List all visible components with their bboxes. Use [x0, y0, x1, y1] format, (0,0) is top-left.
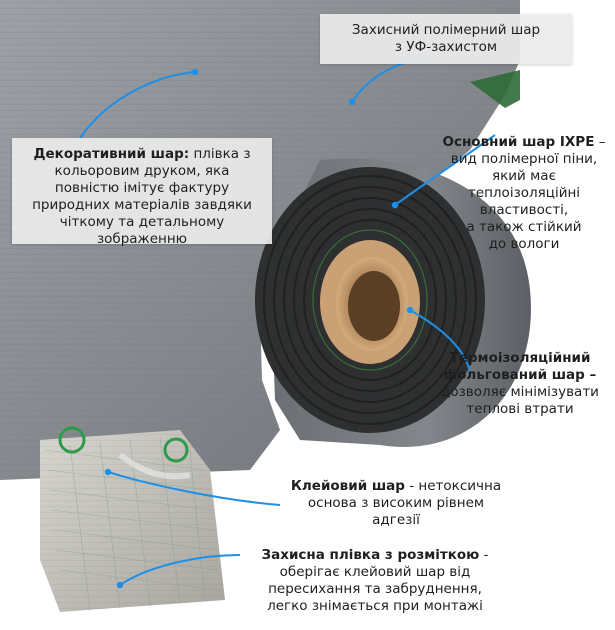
decor-layer-title: Декоративний шар: — [33, 146, 190, 162]
uv-layer-line2: з УФ-захистом — [394, 39, 498, 55]
ixpe-layer-line7: до вологи — [488, 236, 560, 252]
adhesive-layer-line1: - нетоксична — [404, 478, 502, 494]
foil-layer-line3: дозволяє мінімізувати — [441, 384, 599, 400]
decor-layer-callout: Декоративний шар: плівка з кольоровим др… — [12, 146, 272, 248]
adhesive-layer-line2: основа з високим рівнем — [307, 495, 485, 511]
sample-piece — [40, 426, 225, 612]
ixpe-layer-line3: який має — [492, 168, 556, 184]
protective-film-title-dash: - — [479, 547, 489, 563]
ixpe-layer-line6: а також стійкий — [466, 219, 582, 235]
leader-foil — [409, 309, 471, 373]
adhesive-layer-title: Клейовий шар — [290, 478, 405, 494]
decor-layer-line4: природних матеріалів завдяки — [32, 197, 252, 213]
adhesive-layer-line3: адгезії — [372, 512, 420, 528]
protective-film-line2: оберігає клейовий шар від — [279, 564, 471, 580]
uv-layer-box — [320, 14, 572, 64]
foil-layer-line4: теплові втрати — [466, 401, 574, 417]
leader-ixpe — [394, 134, 496, 206]
foil-layer-title2: фольгований шар — [443, 367, 585, 383]
foil-layer-title2-dash: – — [584, 367, 597, 383]
decor-layer-box — [12, 138, 272, 244]
adhesive-layer-callout: Клейовий шар - нетоксична основа з висок… — [282, 478, 510, 529]
ixpe-layer-line4: теплоізоляційні — [467, 185, 581, 201]
decor-layer-line3: повністю імітує фактуру — [54, 180, 230, 196]
decor-layer-line1: плівка з — [189, 146, 251, 162]
leader-film — [119, 554, 241, 586]
leader-adhesive — [107, 471, 281, 506]
ixpe-layer-line5: властивості, — [479, 202, 569, 218]
ixpe-layer-callout: Основний шар IXPE – вид полімерної піни,… — [440, 134, 608, 253]
protective-film-line4: легко знімається при монтажі — [267, 598, 483, 614]
decor-layer-line2: кольоровим друком, яка — [54, 163, 230, 179]
leader-decor — [79, 71, 196, 139]
roll-cross-section — [255, 167, 485, 433]
protective-film-callout: Захисна плівка з розміткою - оберігає кл… — [244, 547, 506, 615]
decor-layer-line5: чіткому та детальному — [59, 214, 225, 230]
uv-layer-line1: Захисний полімерний шар — [351, 22, 541, 38]
decor-layer-line6: зображенню — [96, 231, 188, 247]
uv-layer-callout: Захисний полімерний шар з УФ-захистом — [320, 22, 572, 56]
protective-film-line3: пересихання та забруднення, — [268, 581, 482, 597]
protective-film-title: Захисна плівка з розміткою — [261, 547, 480, 563]
foil-layer-title1: Термоізоляційний — [449, 350, 591, 366]
ixpe-layer-title-dash: – — [594, 134, 606, 150]
ixpe-layer-line2: вид полімерної піни, — [450, 151, 598, 167]
ixpe-layer-title: Основний шар IXPE — [442, 134, 595, 150]
foil-layer-callout: Термоізоляційний фольгований шар – дозво… — [430, 350, 610, 418]
